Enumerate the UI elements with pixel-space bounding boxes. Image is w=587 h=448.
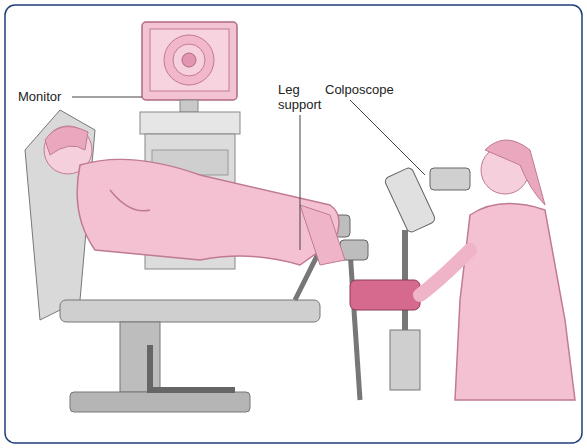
monitor-label: Monitor	[18, 89, 61, 104]
leg-support-label: Leg support	[278, 82, 321, 112]
colposcope-label: Colposcope	[325, 82, 394, 97]
part-label-box: Monitor	[18, 89, 98, 104]
part-label-box: Colposcope	[325, 82, 415, 97]
